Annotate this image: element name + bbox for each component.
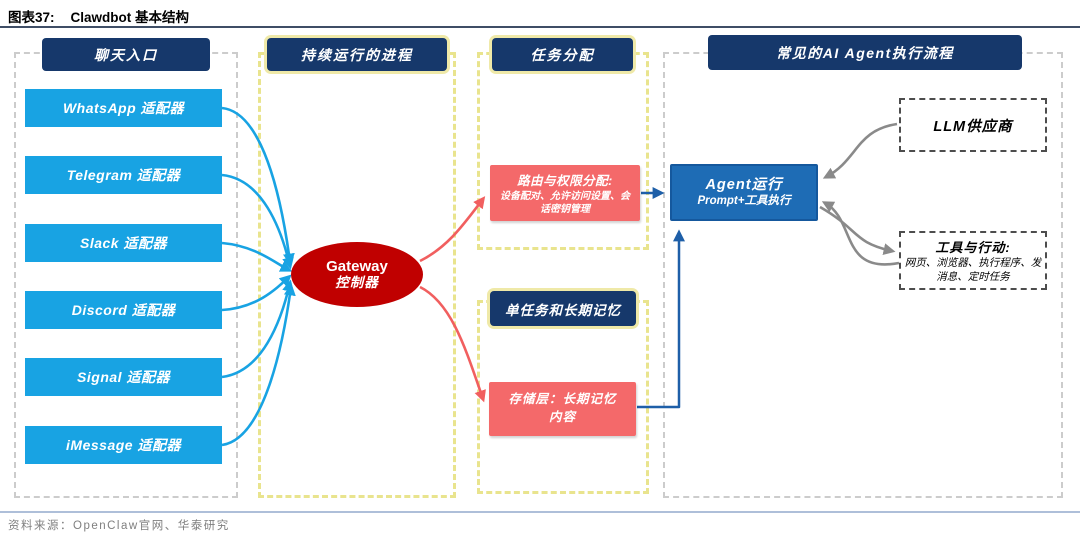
header-chat-entry: 聊天入口	[42, 38, 210, 71]
arrow-whatsapp-to-gateway	[221, 106, 295, 266]
storage-layer-line2: 内容	[548, 410, 576, 425]
figure-number-label: 图表37:	[8, 10, 55, 25]
arrow-signal-to-gateway	[221, 279, 294, 379]
adapter-signal: Signal 适配器	[25, 358, 222, 396]
adapter-discord: Discord 适配器	[25, 291, 222, 329]
adapter-discord-label: Discord 适配器	[71, 302, 176, 318]
arrow-discord-to-gateway	[221, 274, 292, 312]
source-note: 资料来源：OpenClaw官网、华泰研究	[8, 520, 230, 532]
header-single-task-memory-label: 单任务和长期记忆	[505, 302, 621, 318]
arrow-slack-to-gateway	[221, 241, 293, 272]
agent-run-subtitle: Prompt+工具执行	[697, 195, 791, 208]
adapter-slack-label: Slack 适配器	[80, 235, 167, 251]
header-process: 持续运行的进程	[267, 38, 447, 71]
arrow-imessage-to-gateway	[221, 283, 296, 447]
arrow-tools-to-agent	[821, 201, 900, 266]
agent-run-title: Agent运行	[705, 177, 783, 194]
header-agent-flow: 常见的AI Agent执行流程	[708, 35, 1022, 70]
title-divider-rule	[0, 26, 1080, 28]
header-agent-flow-label: 常见的AI Agent执行流程	[776, 44, 954, 61]
storage-layer-line1: 存储层：长期记忆	[508, 392, 617, 406]
arrow-llm-to-agent	[822, 122, 898, 179]
adapter-imessage: iMessage 适配器	[25, 426, 222, 464]
arrow-gateway-to-storage	[419, 285, 486, 403]
adapter-whatsapp-label: WhatsApp 适配器	[62, 100, 185, 116]
header-task-allocation-label: 任务分配	[530, 46, 595, 63]
llm-provider-label: LLM供应商	[933, 118, 1013, 135]
arrow-gateway-to-routing	[419, 196, 486, 263]
storage-layer-box: 存储层：长期记忆 内容	[489, 382, 636, 436]
adapter-imessage-label: iMessage 适配器	[66, 437, 181, 453]
routing-permissions-detail: 设备配对、允许访问设置、会话密钥管理	[500, 191, 630, 215]
tools-actions-box: 工具与行动: 网页、浏览器、执行程序、发消息、定时任务	[899, 231, 1047, 290]
adapter-telegram: Telegram 适配器	[25, 156, 222, 194]
tools-actions-detail: 网页、浏览器、执行程序、发消息、定时任务	[904, 257, 1042, 283]
routing-permissions-title: 路由与权限分配:	[517, 174, 613, 188]
gateway-label-cn: 控制器	[335, 275, 379, 291]
llm-provider-box: LLM供应商	[899, 98, 1047, 152]
adapter-slack: Slack 适配器	[25, 224, 222, 262]
footer-divider-rule	[0, 511, 1080, 513]
figure-title: 图表37: Clawdbot 基本结构	[8, 6, 189, 26]
adapter-telegram-label: Telegram 适配器	[66, 167, 181, 183]
header-chat-entry-label: 聊天入口	[94, 46, 158, 63]
arrow-agent-to-tools	[819, 205, 896, 255]
gateway-label-en: Gateway	[326, 258, 388, 276]
routing-permissions-box: 路由与权限分配: 设备配对、允许访问设置、会话密钥管理	[490, 165, 640, 221]
header-process-label: 持续运行的进程	[301, 46, 413, 63]
adapter-signal-label: Signal 适配器	[77, 369, 170, 385]
gateway-controller-node: Gateway 控制器	[291, 242, 423, 307]
tools-actions-title: 工具与行动:	[935, 240, 1011, 255]
header-single-task-memory: 单任务和长期记忆	[490, 291, 636, 326]
arrow-storage-to-agent	[637, 229, 686, 409]
arrow-telegram-to-gateway	[221, 173, 294, 270]
agent-run-box: Agent运行 Prompt+工具执行	[670, 164, 818, 221]
adapter-whatsapp: WhatsApp 适配器	[25, 89, 222, 127]
figure-title-text: Clawdbot 基本结构	[70, 10, 190, 25]
header-task-allocation: 任务分配	[492, 38, 633, 71]
